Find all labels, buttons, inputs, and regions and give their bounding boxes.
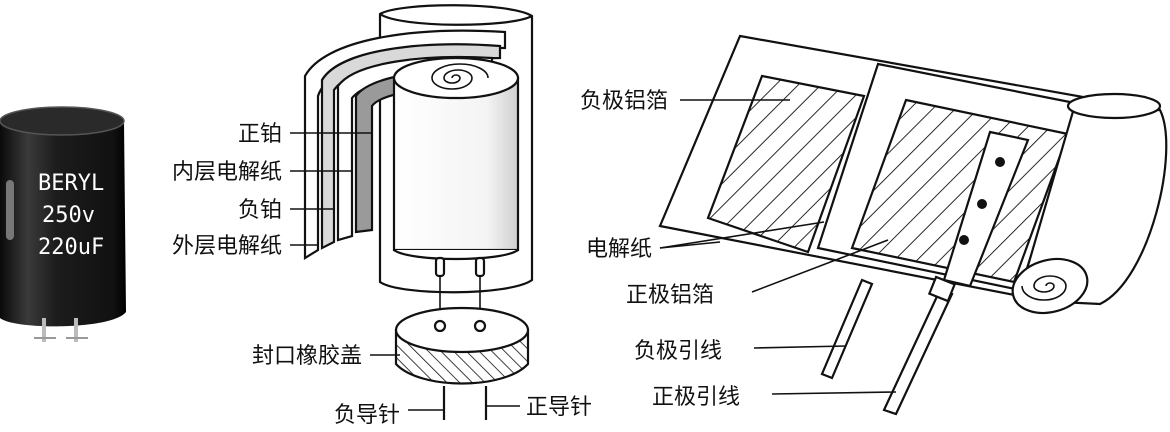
label-rubber-cap: 封口橡胶盖 (252, 344, 362, 369)
rubber-seal-cap (394, 306, 530, 385)
capacitor-voltage: 250v (42, 203, 95, 228)
capacitor-side-stripe (6, 180, 14, 240)
cutaway-view: 正铂 内层电解纸 负铂 外层电解纸 封口橡胶盖 负导针 正导针 (172, 4, 592, 428)
label-negative-lead: 负极引线 (634, 339, 722, 364)
capacitor-brand: BERYL (38, 171, 104, 196)
foil-roll (1011, 92, 1168, 315)
negative-foil-sheet (706, 74, 866, 254)
label-positive-aluminum-foil: 正极铝箔 (626, 283, 714, 308)
negative-lead-wire (820, 278, 874, 380)
label-negative-aluminum-foil: 负极铝箔 (580, 89, 668, 114)
capacitor-top-rim (0, 106, 125, 136)
label-inner-paper: 内层电解纸 (172, 160, 282, 185)
label-positive-pin: 正导针 (526, 395, 592, 420)
positive-lead-wire (882, 288, 954, 416)
winding-core-top (392, 56, 520, 100)
label-positive-lead: 正极引线 (652, 385, 740, 410)
label-negative-foil: 负铂 (238, 198, 282, 223)
winding-spiral (431, 63, 489, 90)
capacitor-capacitance: 220uF (38, 235, 104, 260)
label-negative-pin: 负导针 (334, 403, 400, 428)
capacitor-body (0, 108, 126, 327)
capacitor-photo: BERYL 250v 220uF (0, 106, 126, 342)
label-positive-foil: 正铂 (238, 122, 282, 147)
label-electrolytic-paper: 电解纸 (586, 237, 652, 262)
winding-core (392, 76, 520, 252)
label-outer-paper: 外层电解纸 (172, 234, 282, 259)
positive-tab-strip (942, 130, 1030, 288)
unrolled-view: 负极铝箔 电解纸 正极铝箔 负极引线 正极引线 (580, 34, 1168, 416)
